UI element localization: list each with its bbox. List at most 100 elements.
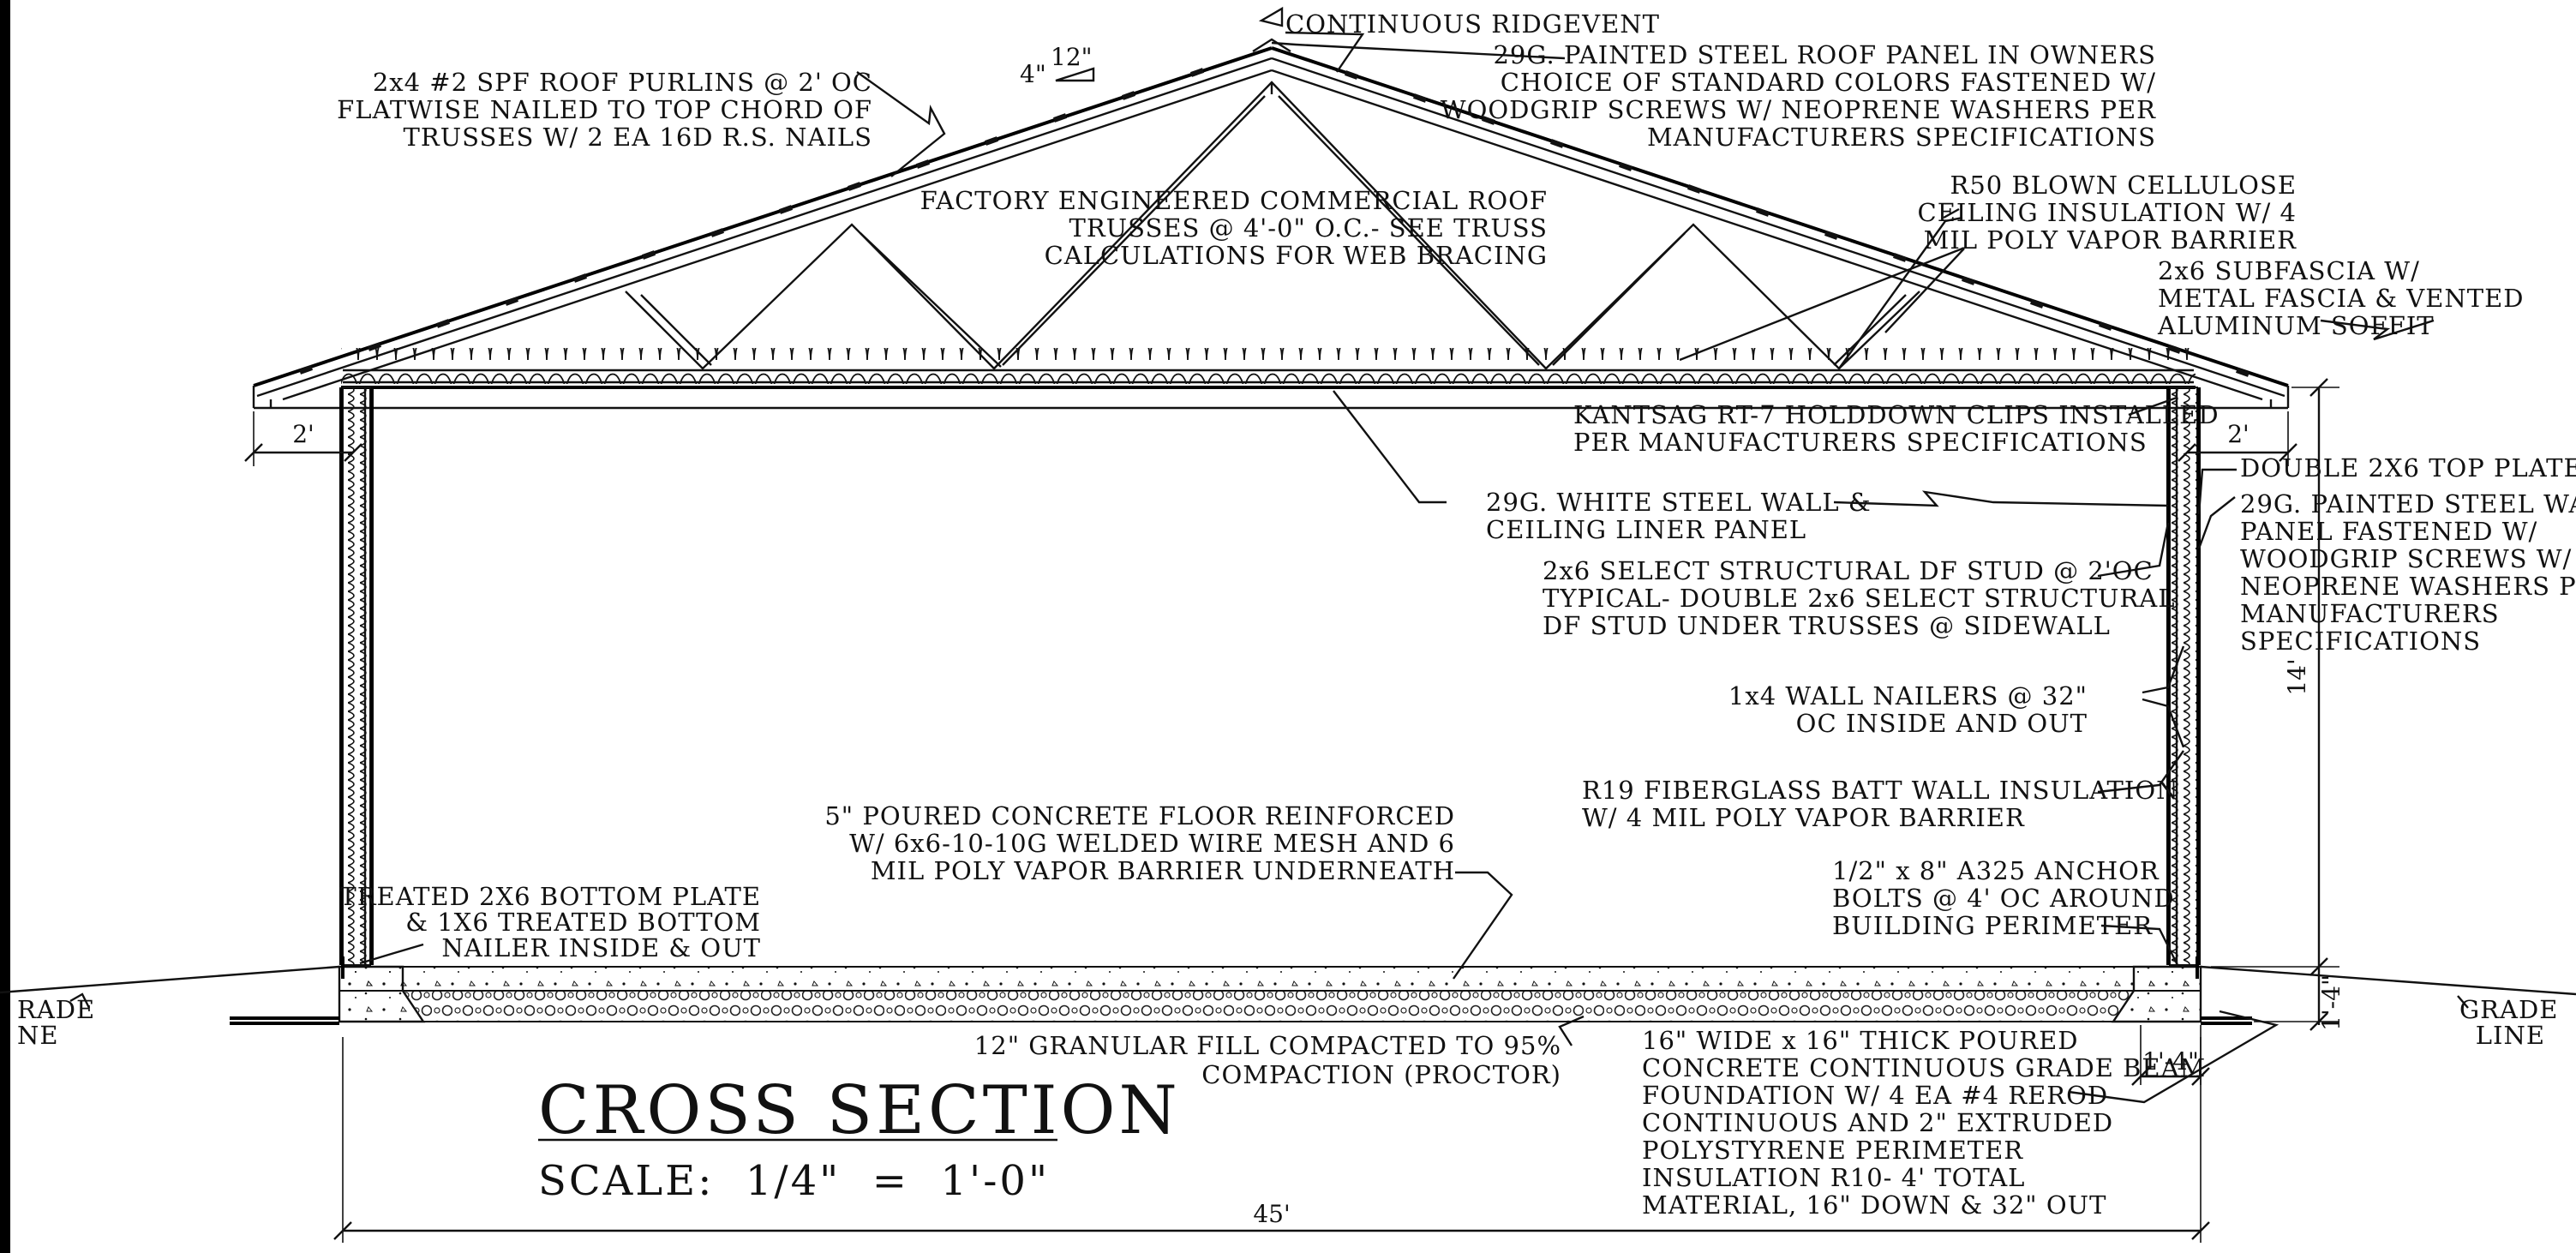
dim-footing-width: 1'-4" [2142,1047,2199,1076]
note-stud-line-3: DF STUD UNDER TRUSSES @ SIDEWALL [1543,611,2111,640]
note-anchor-line-1: 1/2" x 8" A325 ANCHOR [1832,856,2160,885]
note-wall-panel: 29G. PAINTED STEEL WALL PANEL FASTENED W… [2240,489,2576,656]
note-holddown: KANTSAG RT-7 HOLDDOWN CLIPS INSTALLED PE… [1573,400,2220,457]
grade-beam-right [2111,965,2202,1023]
purlins-left [298,68,1205,375]
grade-line-right [2200,965,2576,996]
note-bottom-plate: TREATED 2X6 BOTTOM PLATE & 1X6 TREATED B… [339,882,761,962]
note-ridgevent-line: CONTINUOUS RIDGEVENT [1285,9,1660,39]
note-stud: 2x6 SELECT STRUCTURAL DF STUD @ 2'OC TYP… [1543,556,2175,640]
note-wall-panel-line-5: MANUFACTURERS [2240,599,2500,628]
note-nailers-line-1: 1x4 WALL NAILERS @ 32" [1728,681,2088,710]
note-trusses-line-2: TRUSSES @ 4'-0" O.C.- SEE TRUSS [1069,213,1549,243]
note-floor-line-3: MIL POLY VAPOR BARRIER UNDERNEATH [871,856,1455,885]
note-top-plate-line: DOUBLE 2X6 TOP PLATE [2240,453,2576,483]
note-floor-line-2: W/ 6x6-10-10G WELDED WIRE MESH AND 6 [849,829,1455,858]
note-stud-line-2: TYPICAL- DOUBLE 2x6 SELECT STRUCTURAL [1543,584,2175,613]
note-stud-line-1: 2x6 SELECT STRUCTURAL DF STUD @ 2'OC [1543,556,2154,585]
note-subfascia-line-2: METAL FASCIA & VENTED [2158,284,2525,313]
note-anchor-line-2: BOLTS @ 4' OC AROUND [1832,884,2175,913]
dim-overhang-left: 2' [292,420,315,448]
grade-label-left-2: NE [17,1021,59,1050]
grade-beam-left [338,965,426,1023]
note-nailers: 1x4 WALL NAILERS @ 32" OC INSIDE AND OUT [1728,681,2088,738]
note-wall-panel-line-1: 29G. PAINTED STEEL WALL [2240,489,2576,519]
note-anchor-line-3: BUILDING PERIMETER [1832,911,2153,940]
note-subfascia: 2x6 SUBFASCIA W/ METAL FASCIA & VENTED A… [2157,256,2525,340]
note-nailers-line-2: OC INSIDE AND OUT [1796,709,2088,738]
note-ceiling-line-3: MIL POLY VAPOR BARRIER [1924,225,2297,255]
dim-overall-width: 45' [1253,1200,1290,1228]
foundation [230,956,2252,1025]
note-ceiling-insulation: R50 BLOWN CELLULOSE CEILING INSULATION W… [1918,171,2297,255]
dim-slope-run: 12" [1051,43,1093,71]
grade-label-right-2: LINE [2476,1021,2545,1050]
note-roof-panel-line-3: WOODGRIP SCREWS W/ NEOPRENE WASHERS PER [1441,95,2156,124]
slope-triangle [1055,67,1095,82]
drawing-scale: SCALE: 1/4" = 1'-0" [538,1157,1050,1205]
note-wall-panel-line-3: WOODGRIP SCREWS W/ [2240,544,2572,573]
left-wall [339,387,374,966]
ridge-vent [1252,38,1291,53]
note-foundation-line-5: POLYSTYRENE PERIMETER [1642,1136,2023,1165]
note-foundation-line-3: FOUNDATION W/ 4 EA #4 REROD [1642,1081,2108,1110]
note-holddown-line-1: KANTSAG RT-7 HOLDDOWN CLIPS INSTALLED [1573,400,2220,429]
drawing-title: CROSS SECTION [538,1072,1181,1149]
note-purlins-line-1: 2x4 #2 SPF ROOF PURLINS @ 2' OC [373,68,872,97]
grade-label-left-1: RADE [17,995,95,1024]
ceiling-insulation [341,348,2196,384]
roof-panel-left [253,46,1273,387]
note-purlins-line-3: TRUSSES W/ 2 EA 16D R.S. NAILS [404,123,872,152]
note-bottom-plate-line-2: & 1X6 TREATED BOTTOM [405,908,761,937]
note-subfascia-line-3: ALUMINUM SOFFIT [2157,311,2435,340]
note-fill-line-2: COMPACTION (PROCTOR) [1201,1060,1561,1089]
note-batt-line-2: W/ 4 MIL POLY VAPOR BARRIER [1582,803,2025,832]
note-ridgevent: CONTINUOUS RIDGEVENT [1285,9,1660,39]
note-batt-line-1: R19 FIBERGLASS BATT WALL INSULATION [1582,776,2179,805]
note-fill-line-1: 12" GRANULAR FILL COMPACTED TO 95% [974,1031,1561,1060]
note-foundation-line-7: MATERIAL, 16" DOWN & 32" OUT [1642,1190,2106,1220]
right-wall [2166,387,2201,966]
note-batt: R19 FIBERGLASS BATT WALL INSULATION W/ 4… [1582,776,2179,832]
note-top-plate: DOUBLE 2X6 TOP PLATE [2240,453,2576,483]
note-wall-panel-line-2: PANEL FASTENED W/ [2240,517,2537,546]
dim-wall-height: 14' [2283,658,2311,695]
note-floor: 5" POURED CONCRETE FLOOR REINFORCED W/ 6… [824,801,1455,885]
note-roof-panel-line-1: 29G. PAINTED STEEL ROOF PANEL IN OWNERS [1493,40,2156,69]
note-purlins-line-2: FLATWISE NAILED TO TOP CHORD OF [337,95,872,124]
note-bottom-plate-line-3: NAILER INSIDE & OUT [441,933,761,962]
note-trusses: FACTORY ENGINEERED COMMERCIAL ROOF TRUSS… [920,186,1549,270]
note-ceiling-line-2: CEILING INSULATION W/ 4 [1918,198,2297,227]
note-trusses-line-1: FACTORY ENGINEERED COMMERCIAL ROOF [920,186,1548,215]
dim-slope-rise: 4" [1020,60,1046,88]
note-wall-panel-line-4: NEOPRENE WASHERS PER [2240,572,2576,601]
roof-panel-right [1271,46,2289,387]
note-foundation-line-6: INSULATION R10- 4' TOTAL [1642,1163,2025,1192]
note-roof-panel: 29G. PAINTED STEEL ROOF PANEL IN OWNERS … [1441,40,2156,152]
note-wall-panel-line-6: SPECIFICATIONS [2240,626,2481,656]
note-bottom-plate-line-1: TREATED 2X6 BOTTOM PLATE [339,882,761,911]
note-foundation-line-1: 16" WIDE x 16" THICK POURED [1642,1026,2079,1055]
note-subfascia-line-1: 2x6 SUBFASCIA W/ [2158,256,2420,285]
dim-grade-height: 1'-4" [2317,974,2345,1031]
note-ceiling-line-1: R50 BLOWN CELLULOSE [1950,171,2297,200]
note-anchor: 1/2" x 8" A325 ANCHOR BOLTS @ 4' OC AROU… [1832,856,2175,940]
note-trusses-line-3: CALCULATIONS FOR WEB BRACING [1045,241,1548,270]
note-foundation-line-4: CONTINUOUS AND 2" EXTRUDED [1642,1108,2113,1137]
grade-label-right-1: GRADE [2459,995,2558,1024]
note-liner: 29G. WHITE STEEL WALL & CEILING LINER PA… [1486,488,1872,544]
concrete-slab [338,966,2202,992]
granular-fill [401,990,2136,1022]
dimensions: 45' 2' 2' 14' 1'-4" 1'-4" 4" 12" [244,43,2345,1243]
grade-line-left [0,965,340,994]
note-liner-line-1: 29G. WHITE STEEL WALL & [1486,488,1872,517]
note-foundation: 16" WIDE x 16" THICK POURED CONCRETE CON… [1642,1026,2206,1220]
note-purlins: 2x4 #2 SPF ROOF PURLINS @ 2' OC FLATWISE… [337,68,872,152]
note-fill: 12" GRANULAR FILL COMPACTED TO 95% COMPA… [974,1031,1561,1089]
note-floor-line-1: 5" POURED CONCRETE FLOOR REINFORCED [824,801,1455,830]
note-foundation-line-2: CONCRETE CONTINUOUS GRADE BEAM [1642,1053,2206,1082]
dim-overhang-right: 2' [2227,420,2250,448]
note-roof-panel-line-4: MANUFACTURERS SPECIFICATIONS [1647,123,2156,152]
note-roof-panel-line-2: CHOICE OF STANDARD COLORS FASTENED W/ [1501,68,2156,97]
